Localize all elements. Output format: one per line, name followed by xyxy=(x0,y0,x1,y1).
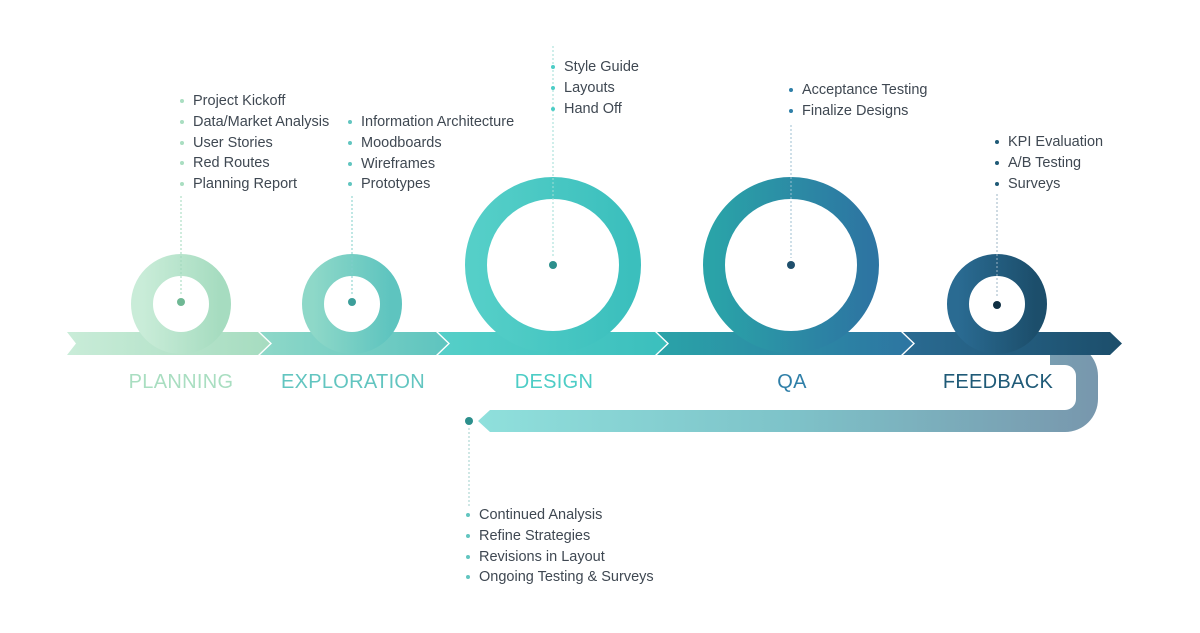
list-item: Red Routes xyxy=(180,153,329,174)
list-item-text: Planning Report xyxy=(193,176,297,193)
planning-task-list: Project Kickoff Data/Market Analysis Use… xyxy=(180,91,329,195)
list-item-text: Layouts xyxy=(564,79,615,96)
list-item: Ongoing Testing & Surveys xyxy=(466,567,654,588)
stage-label-qa: QA xyxy=(777,371,807,393)
list-item: Moodboards xyxy=(348,133,514,154)
stage-label-feedback: FEEDBACK xyxy=(942,371,1054,393)
ring-exploration xyxy=(302,196,402,354)
list-item-text: Project Kickoff xyxy=(193,93,286,109)
list-item: Acceptance Testing xyxy=(789,80,927,101)
ring-center-dot xyxy=(348,298,356,306)
ring-center-dot xyxy=(787,261,795,269)
list-item: Project Kickoff xyxy=(180,91,329,112)
list-item: Style Guide xyxy=(551,57,639,78)
design-task-list: Style Guide Layouts Hand Off xyxy=(551,57,639,119)
list-item-text: Continued Analysis xyxy=(479,507,603,523)
list-item: Refine Strategies xyxy=(466,526,654,547)
list-item-text: Acceptance Testing xyxy=(802,82,928,98)
list-item-text: Style Guide xyxy=(564,59,639,75)
list-item-text: Wireframes xyxy=(361,155,436,172)
list-item: A/B Testing xyxy=(995,153,1103,174)
list-item-text: Prototypes xyxy=(361,176,431,193)
list-item: Information Architecture xyxy=(348,112,514,133)
list-item-text: Refine Strategies xyxy=(479,527,591,544)
stage-label-planning: PLANNING xyxy=(128,371,234,393)
list-item-text: Moodboards xyxy=(361,134,442,151)
list-item-text: Hand Off xyxy=(564,100,622,117)
list-item-text: Data/Market Analysis xyxy=(193,113,330,130)
list-item: Revisions in Layout xyxy=(466,547,654,568)
list-item: Planning Report xyxy=(180,174,329,195)
list-item-text: A/B Testing xyxy=(1008,154,1082,171)
list-item-text: Revisions in Layout xyxy=(479,548,605,565)
ring-qa xyxy=(703,125,879,353)
loop-back-connector xyxy=(465,417,473,508)
ring-feedback xyxy=(947,194,1047,354)
loop-back-dot xyxy=(465,417,473,425)
list-item-text: User Stories xyxy=(193,134,273,151)
list-item: User Stories xyxy=(180,133,329,154)
list-item-text: Information Architecture xyxy=(361,114,515,130)
list-item: Prototypes xyxy=(348,174,514,195)
list-item: Surveys xyxy=(995,174,1103,195)
loop-back-task-list: Continued Analysis Refine Strategies Rev… xyxy=(466,505,654,588)
list-item-text: Finalize Designs xyxy=(802,102,909,119)
list-item-text: Surveys xyxy=(1008,175,1061,192)
exploration-task-list: Information Architecture Moodboards Wire… xyxy=(348,112,514,195)
list-item: Continued Analysis xyxy=(466,505,654,526)
ring-center-dot xyxy=(549,261,557,269)
loop-back-arrow xyxy=(478,343,1098,432)
list-item: Layouts xyxy=(551,78,639,99)
list-item: Finalize Designs xyxy=(789,101,927,122)
ring-design xyxy=(465,46,641,353)
qa-task-list: Acceptance Testing Finalize Designs xyxy=(789,80,927,122)
ring-center-dot xyxy=(177,298,185,306)
list-item: KPI Evaluation xyxy=(995,132,1103,153)
list-item-text: Ongoing Testing & Surveys xyxy=(479,569,654,586)
list-item: Data/Market Analysis xyxy=(180,112,329,133)
list-item: Wireframes xyxy=(348,154,514,175)
ring-center-dot xyxy=(993,301,1001,309)
stage-label-design: DESIGN xyxy=(514,371,594,393)
stage-label-exploration: EXPLORATION xyxy=(280,371,426,393)
list-item: Hand Off xyxy=(551,99,639,120)
list-item-text: KPI Evaluation xyxy=(1008,134,1104,150)
list-item-text: Red Routes xyxy=(193,155,270,172)
feedback-task-list: KPI Evaluation A/B Testing Surveys xyxy=(995,132,1103,194)
ring-planning xyxy=(131,196,231,354)
